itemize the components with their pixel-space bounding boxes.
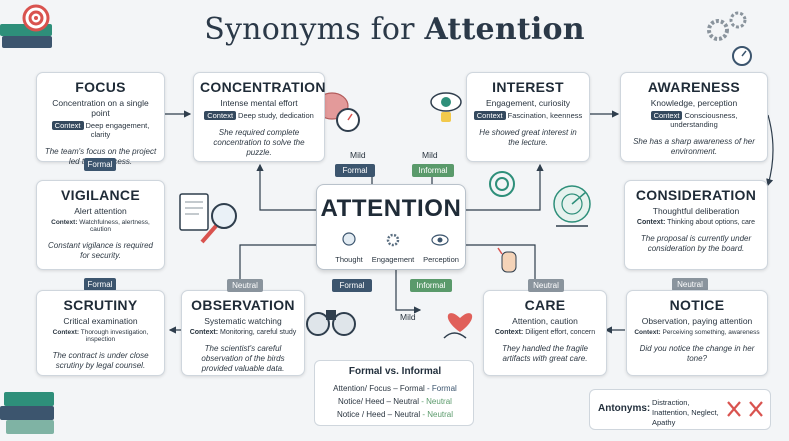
mild-label: Mild xyxy=(400,312,416,322)
center-sub-engagement: Engagement xyxy=(371,255,415,264)
formality-table: Formal vs. Informal Attention/ Focus – F… xyxy=(314,360,474,426)
cross-icon xyxy=(727,401,763,417)
books-target-icon xyxy=(0,4,52,48)
page-title: Synonyms for Attention xyxy=(204,12,585,47)
center-sub-perception: Perception xyxy=(423,255,459,264)
badge-neutral: Neutral xyxy=(672,278,708,291)
card-title: CONCENTRATION xyxy=(200,79,326,95)
books-stack-icon xyxy=(0,392,54,434)
gear-icon xyxy=(386,233,400,247)
card-example: The proposal is currently under consider… xyxy=(640,234,752,253)
card-title: CONSIDERATION xyxy=(635,187,757,203)
formality-table-title: Formal vs. Informal xyxy=(348,366,442,377)
eye-bulb-icon xyxy=(430,92,462,122)
card-example: She has a sharp awareness of her environ… xyxy=(633,137,755,156)
card-example: They handled the fragile artifacts with … xyxy=(502,344,588,363)
center-node: ATTENTION Thought Engagement Perception xyxy=(316,184,466,270)
card-context: Context: Perceiving something, awareness xyxy=(634,329,760,336)
card-title: FOCUS xyxy=(75,79,126,95)
card-definition: Systematic watching xyxy=(204,316,282,326)
mild-label: Mild xyxy=(350,150,366,160)
card-title: SCRUTINY xyxy=(63,297,138,313)
binoculars-icon xyxy=(306,310,356,336)
card-example: Did you notice the change in her tone? xyxy=(639,344,755,363)
card-care: CARE Attention, caution Context: Diligen… xyxy=(483,290,607,376)
badge-neutral: Neutral xyxy=(528,279,564,292)
card-title: CARE xyxy=(524,297,566,313)
card-context: Context: Monitoring, careful study xyxy=(189,329,297,336)
badge-formal: Formal xyxy=(335,164,375,177)
card-scrutiny: SCRUTINY Critical examination Context: T… xyxy=(36,290,165,376)
head-icon xyxy=(342,232,356,246)
card-definition: Critical examination xyxy=(63,316,138,326)
eye-icon xyxy=(431,234,449,246)
raised-hand-icon xyxy=(497,247,517,273)
card-definition: Alert attention xyxy=(74,206,127,216)
badge-neutral: Neutral xyxy=(227,279,263,292)
mild-label: Mild xyxy=(422,150,438,160)
card-definition: Observation, paying attention xyxy=(641,316,753,326)
badge-formal: Formal xyxy=(332,279,372,292)
arrow-center-care xyxy=(466,244,539,292)
card-context: Context: Thorough investigation, inspect… xyxy=(52,329,149,343)
antonyms-box: Antonyms: Distraction, Inattention, Negl… xyxy=(589,389,771,430)
card-definition: Attention, caution xyxy=(512,316,578,326)
card-example: The contract is under close scrutiny by … xyxy=(52,351,149,370)
card-context: Context: Watchfulness, alertness, cautio… xyxy=(51,219,150,233)
card-vigilance: VIGILANCE Alert attention Context: Watch… xyxy=(36,180,165,270)
card-concentration: CONCENTRATION Intense mental effort Cont… xyxy=(193,72,325,162)
card-title: VIGILANCE xyxy=(61,187,140,203)
card-example: She required complete concentration to s… xyxy=(213,128,305,157)
card-title: INTEREST xyxy=(492,79,564,95)
card-definition: Thoughtful deliberation xyxy=(652,206,740,216)
arrow-center-interest xyxy=(465,163,544,211)
card-title: OBSERVATION xyxy=(191,297,295,313)
document-magnifier-icon xyxy=(179,193,237,244)
card-consideration: CONSIDERATION Thoughtful deliberation Co… xyxy=(624,180,768,270)
heart-hand-icon xyxy=(443,313,473,339)
card-example: Constant vigilance is required for secur… xyxy=(48,241,153,260)
badge-formal: Formal xyxy=(84,278,116,291)
card-title: NOTICE xyxy=(669,297,725,313)
card-notice: NOTICE Observation, paying attention Con… xyxy=(626,290,768,376)
target-icon xyxy=(489,171,515,197)
card-focus: FOCUS Concentration on a single point Co… xyxy=(36,72,165,166)
arrow-center-observation xyxy=(236,244,316,292)
card-definition: Intense mental effort xyxy=(220,98,298,108)
formality-row: Notice / Heed – Neutral - Neutral xyxy=(336,410,454,419)
formality-row: Notice/ Heed – Neutral - Neutral xyxy=(338,397,452,406)
antonyms-values: Distraction, Inattention, Neglect, Apath… xyxy=(652,398,719,427)
card-definition: Knowledge, perception xyxy=(650,98,738,108)
arrow-awareness-consideration xyxy=(766,114,774,187)
radar-scale-icon xyxy=(553,185,591,227)
badge-informal: Informal xyxy=(410,279,452,292)
card-title: AWARENESS xyxy=(647,79,741,95)
formality-row: Attention/ Focus – Formal - Formal xyxy=(333,384,457,393)
card-example: He showed great interest in the lecture. xyxy=(479,128,577,147)
arrow-center-mild xyxy=(395,270,422,314)
antonyms-label: Antonyms: xyxy=(598,403,651,414)
card-definition: Engagement, curiosity xyxy=(485,98,571,108)
card-definition: Concentration on a single point xyxy=(52,98,149,118)
card-context: Context: Diligent effort, concern xyxy=(494,329,596,336)
badge-informal: Informal xyxy=(412,164,454,177)
center-sub-thought: Thought xyxy=(335,255,363,264)
card-example: The scientist's careful observation of t… xyxy=(201,344,285,373)
arrow-center-concentration xyxy=(256,163,318,211)
badge-formal: Formal xyxy=(84,158,116,171)
gears-icon xyxy=(707,11,752,66)
card-context: Context: Thinking about options, care xyxy=(636,219,756,226)
card-observation: OBSERVATION Systematic watching Context:… xyxy=(181,290,305,376)
center-word: ATTENTION xyxy=(320,195,462,222)
